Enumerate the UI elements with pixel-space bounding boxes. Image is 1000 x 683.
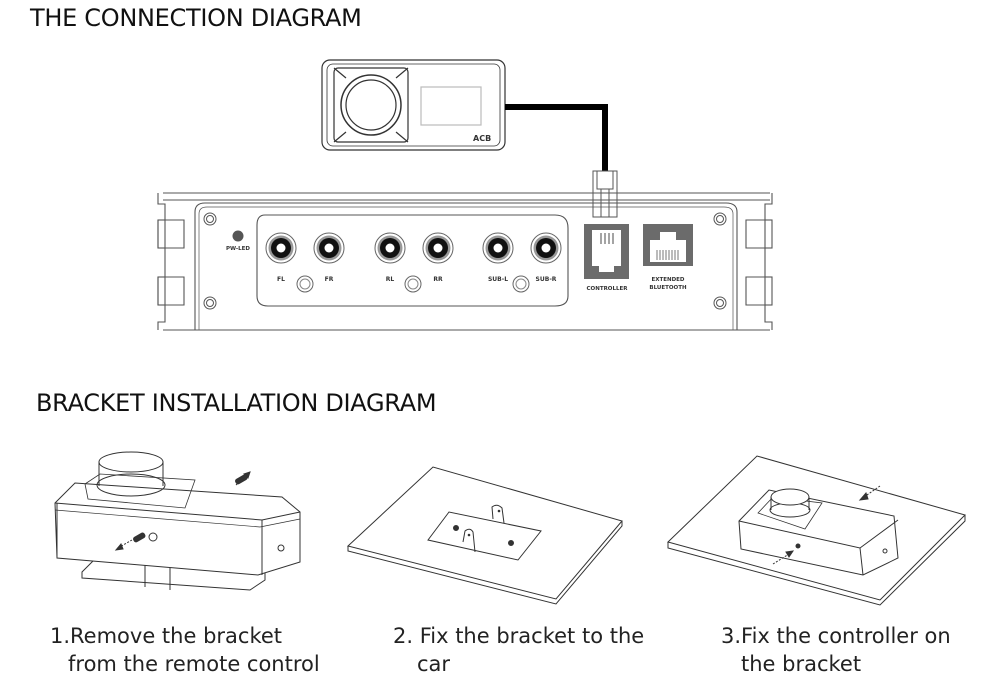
power-led-indicator xyxy=(232,230,244,242)
step-1-caption: 1.Remove the bracket from the remote con… xyxy=(50,622,320,678)
amplifier xyxy=(157,192,773,331)
bluetooth-port-label-line1: EXTENDED xyxy=(652,277,685,283)
remote-controller xyxy=(321,59,506,151)
step1-illustration xyxy=(54,451,301,591)
bracket-installation-title: BRACKET INSTALLATION DIAGRAM xyxy=(36,389,437,417)
step-2-caption: 2. Fix the bracket to the car xyxy=(393,622,644,678)
controller-display xyxy=(420,86,482,126)
step-3-caption: 3.Fix the controller on the bracket xyxy=(721,622,951,678)
gain-knobs xyxy=(296,275,530,293)
rca-label-fl: FL xyxy=(277,276,285,283)
mount-screws xyxy=(203,212,727,310)
step-3-line1: 3.Fix the controller on xyxy=(721,624,951,648)
gain-knob[interactable] xyxy=(404,275,422,293)
rj-plug xyxy=(592,170,618,218)
step-3-line2: the bracket xyxy=(741,652,862,676)
step-2-line1: 2. Fix the bracket to the xyxy=(393,624,645,648)
step3-illustration xyxy=(667,455,966,606)
step-2-line2: car xyxy=(417,652,451,676)
rca-jack-sub-l[interactable] xyxy=(482,232,514,264)
attach-arrows xyxy=(772,485,881,565)
rca-outputs: FL FR RL RR SUB-L SUB-R xyxy=(265,232,562,283)
step2-illustration xyxy=(346,466,623,605)
connection-diagram-title: THE CONNECTION DIAGRAM xyxy=(30,4,362,32)
controller-cable xyxy=(505,104,608,172)
rca-label-rl: RL xyxy=(386,276,395,283)
rca-label-sub-l: SUB-L xyxy=(488,276,508,283)
rca-label-rr: RR xyxy=(433,276,443,283)
rca-jack-sub-r[interactable] xyxy=(530,232,562,264)
rca-label-fr: FR xyxy=(325,276,334,283)
rca-jack-fl[interactable] xyxy=(265,232,297,264)
controller-port-label: CONTROLLER xyxy=(587,286,629,292)
gain-knob[interactable] xyxy=(512,275,530,293)
rca-label-sub-r: SUB-R xyxy=(536,276,557,283)
screw-removal-arrows xyxy=(114,471,251,551)
controller-knob xyxy=(340,74,402,136)
step-1-line2: from the remote control xyxy=(68,652,320,676)
controller-port[interactable] xyxy=(584,224,629,279)
rca-jack-rr[interactable] xyxy=(422,232,454,264)
controller-brand-mark: ACB xyxy=(473,134,491,143)
gain-knob[interactable] xyxy=(296,275,314,293)
step-1-line1: 1.Remove the bracket xyxy=(50,624,283,648)
rca-jack-fr[interactable] xyxy=(313,232,345,264)
rca-jack-rl[interactable] xyxy=(374,232,406,264)
power-led-label: PW-LED xyxy=(226,246,250,252)
bluetooth-port-label-line2: BLUETOOTH xyxy=(649,285,687,291)
extended-bluetooth-port[interactable] xyxy=(643,224,693,266)
